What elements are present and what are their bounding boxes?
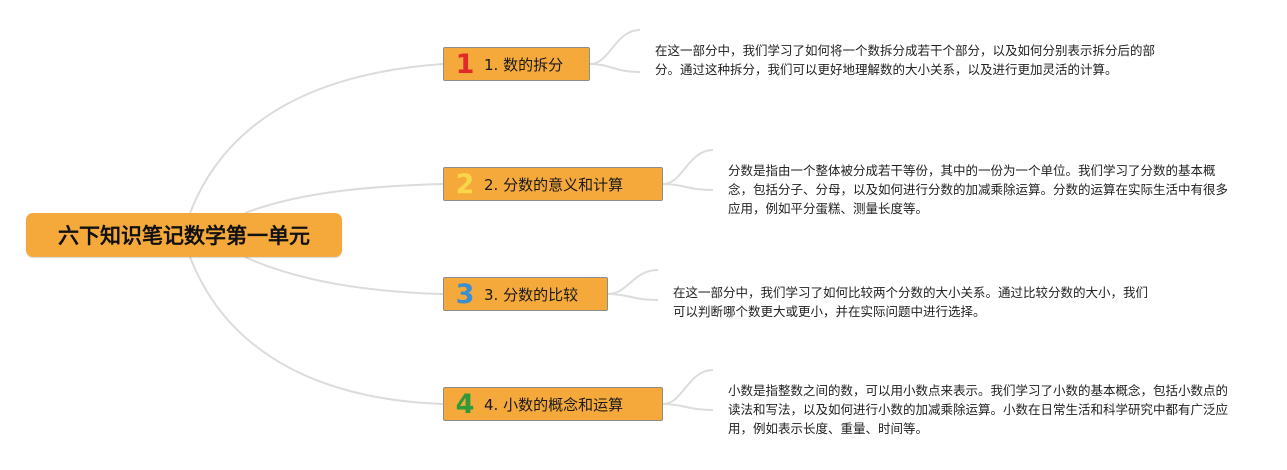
connector-branch-1-note	[589, 29, 641, 73]
number-4-icon: 4	[455, 388, 475, 420]
connector-root-branch-3	[244, 256, 444, 295]
number-3-icon: 3	[455, 278, 475, 310]
root-topic[interactable]: 六下知识笔记数学第一单元	[26, 213, 342, 257]
branch-label-4: 4. 小数的概念和运算	[484, 395, 624, 414]
branch-label-1: 1. 数的拆分	[484, 55, 564, 74]
branch-topic-4[interactable]: 4 4. 小数的概念和运算	[443, 387, 663, 421]
connector-branch-3-note	[607, 269, 659, 301]
branch-topic-1[interactable]: 1 1. 数的拆分	[443, 47, 590, 81]
branch-topic-3[interactable]: 3 3. 分数的比较	[443, 277, 608, 311]
number-2-icon: 2	[455, 168, 475, 200]
branch-topic-2[interactable]: 2 2. 分数的意义和计算	[443, 167, 663, 201]
connector-branch-2-note	[662, 149, 714, 191]
connector-branch-4-note	[662, 369, 714, 411]
note-4: 小数是指整数之间的数，可以用小数点来表示。我们学习了小数的基本概念，包括小数点的…	[728, 383, 1229, 436]
connector-root-branch-1	[189, 63, 444, 214]
connector-root-branch-4	[189, 256, 444, 405]
branch-label-2: 2. 分数的意义和计算	[484, 175, 624, 194]
connector-root-branch-2	[244, 183, 444, 214]
note-1: 在这一部分中，我们学习了如何将一个数拆分成若干个部分，以及如何分别表示拆分后的部…	[655, 43, 1156, 77]
root-title: 六下知识笔记数学第一单元	[58, 224, 310, 248]
note-2: 分数是指由一个整体被分成若干等份，其中的一份为一个单位。我们学习了分数的基本概念…	[728, 163, 1229, 216]
note-3: 在这一部分中，我们学习了如何比较两个分数的大小关系。通过比较分数的大小，我们可以…	[673, 285, 1149, 319]
number-1-icon: 1	[455, 48, 475, 80]
branch-label-3: 3. 分数的比较	[484, 285, 579, 304]
